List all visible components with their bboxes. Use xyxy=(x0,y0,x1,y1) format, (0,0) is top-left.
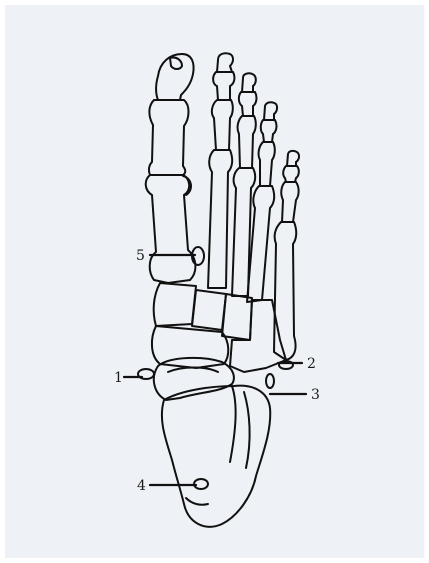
label-5: 5 xyxy=(136,249,145,263)
calcaneus xyxy=(162,386,270,527)
label-1: 1 xyxy=(114,371,123,385)
metatarsal-1 xyxy=(146,175,196,283)
toe-1-phalanges xyxy=(149,54,194,175)
label-2: 2 xyxy=(307,357,316,371)
intermediate-cuneiform xyxy=(192,290,226,330)
medial-cuneiform xyxy=(154,283,196,326)
toe-3-phalanges xyxy=(232,73,256,296)
tarsal-bones xyxy=(152,283,286,372)
label-3: 3 xyxy=(311,388,320,402)
toe-2-phalanges xyxy=(208,53,234,288)
marker-oval-3 xyxy=(266,374,274,388)
label-4: 4 xyxy=(137,479,146,493)
cuboid xyxy=(230,300,286,372)
